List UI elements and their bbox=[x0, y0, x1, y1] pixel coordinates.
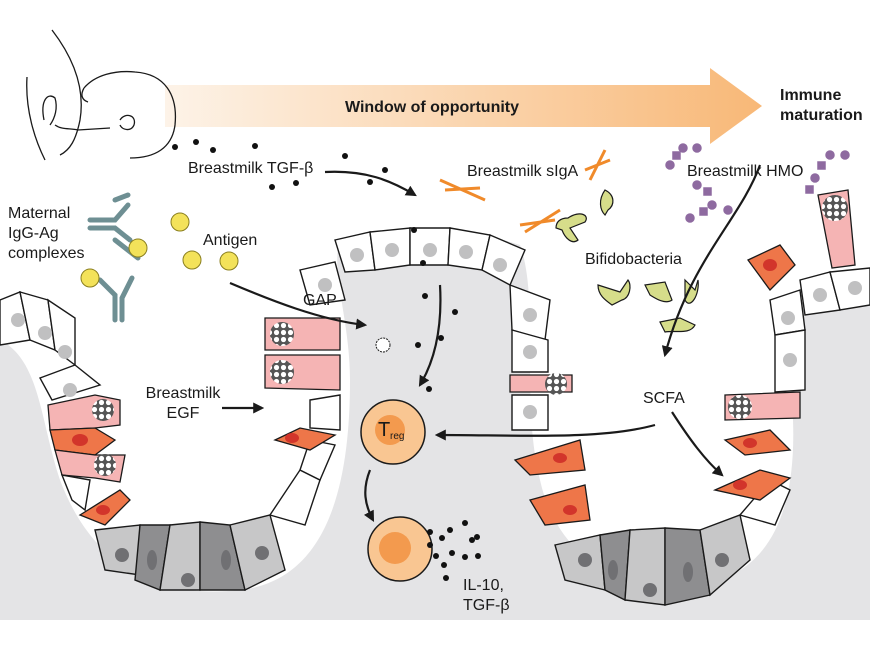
maternal-label-1: Maternal bbox=[8, 205, 70, 222]
lamina-propria bbox=[0, 229, 870, 620]
antigen-gap-arrow bbox=[229, 281, 368, 330]
scfa-label: SCFA bbox=[643, 390, 685, 407]
hmo-oligosaccharides bbox=[665, 143, 850, 223]
tgf-beta-label: Breastmilk TGF-β bbox=[188, 160, 313, 177]
scfa-treg-arrow bbox=[434, 423, 656, 441]
window-of-opportunity-arrow bbox=[165, 68, 762, 144]
banner-label: Window of opportunity bbox=[345, 99, 519, 116]
egf-label-2: EGF bbox=[167, 405, 200, 422]
treg-label: T bbox=[378, 419, 390, 441]
maternal-igg-complexes bbox=[87, 192, 141, 323]
treg-cell bbox=[360, 399, 426, 465]
egf-label-1: Breastmilk bbox=[146, 385, 222, 402]
right-crypt-epithelium bbox=[554, 189, 870, 606]
maternal-label-3: complexes bbox=[8, 245, 84, 262]
left-crypt-epithelium bbox=[0, 227, 526, 592]
siga-antibodies bbox=[439, 149, 611, 234]
antigen-particles bbox=[80, 212, 239, 288]
immune-maturation-label-2: maturation bbox=[780, 107, 863, 124]
translocated-antigen bbox=[375, 337, 391, 353]
siga-label: Breastmilk sIgA bbox=[467, 163, 578, 180]
antigen-label: Antigen bbox=[203, 232, 257, 249]
bifidobacteria-label: Bifidobacteria bbox=[585, 251, 682, 268]
immune-maturation-label-1: Immune bbox=[780, 87, 841, 104]
il10-label-1: IL-10, bbox=[463, 577, 504, 594]
scfa-epithelium-arrow bbox=[671, 411, 724, 477]
treg-differentiation-arrow bbox=[364, 469, 375, 522]
maternal-label-2: IgG-Ag bbox=[8, 225, 59, 242]
hmo-scfa-arrow bbox=[661, 164, 762, 358]
breastfeeding-infant-icon bbox=[26, 29, 177, 161]
activated-treg-cell bbox=[367, 516, 433, 582]
tgf-beta-particles bbox=[172, 139, 458, 392]
treg-subscript: reg bbox=[390, 431, 404, 442]
tgf-to-treg-arrow bbox=[418, 284, 442, 387]
tgf-beta-arrow bbox=[324, 170, 417, 197]
gap-label: GAP bbox=[303, 292, 337, 309]
il10-tgf-particles bbox=[427, 520, 481, 581]
middle-villus-epithelium bbox=[509, 283, 591, 526]
bifidobacteria bbox=[555, 189, 699, 333]
hmo-label: Breastmilk HMO bbox=[687, 163, 803, 180]
il10-label-2: TGF-β bbox=[463, 597, 510, 614]
